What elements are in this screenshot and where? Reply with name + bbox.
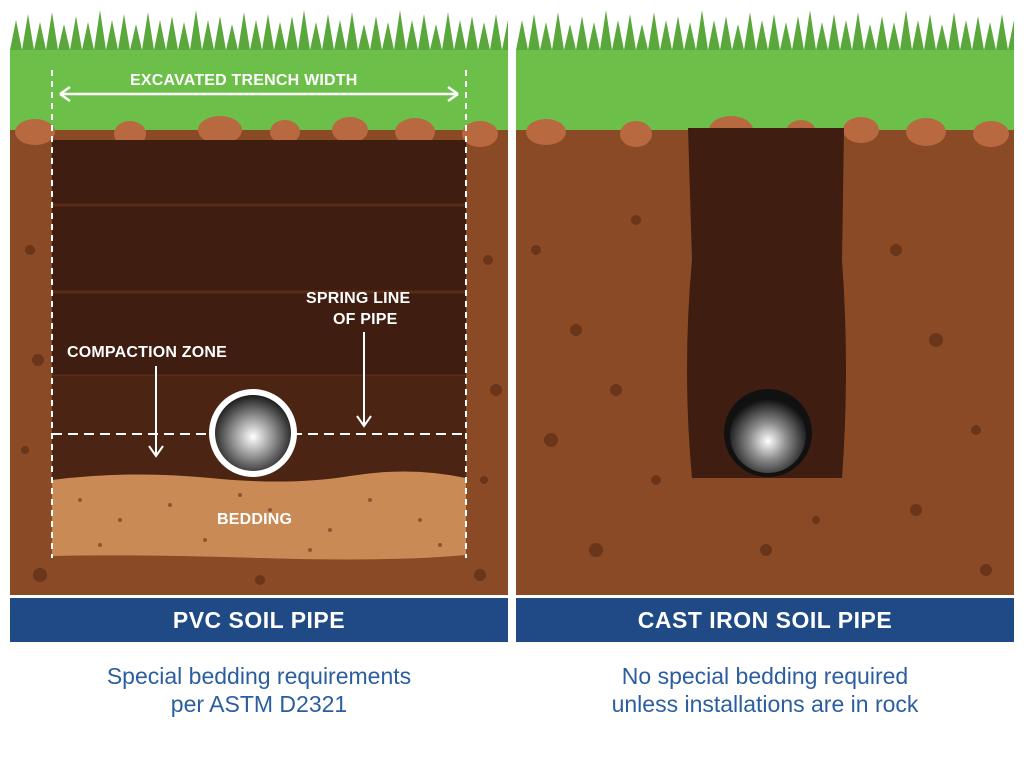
cast-iron-pipe-interior — [730, 397, 806, 473]
soil-pebbles — [531, 215, 992, 576]
bedding-layer — [52, 471, 466, 560]
trench-width-label: EXCAVATED TRENCH WIDTH — [130, 72, 358, 89]
surface-rocks — [15, 116, 498, 147]
spring-line-label-2: OF PIPE — [333, 311, 398, 328]
bedding-label: BEDDING — [217, 511, 293, 528]
grass-blades — [516, 10, 1014, 50]
pvc-trench-diagram: EXCAVATED TRENCH WIDTH SPRING LINE OF PI… — [10, 10, 508, 595]
arrow-head-left — [59, 85, 71, 103]
spring-line-label: SPRING LINE — [306, 290, 411, 307]
arrow-head-right — [447, 85, 459, 103]
pvc-title-banner: PVC SOIL PIPE — [10, 598, 508, 642]
compaction-arrow-head — [148, 445, 164, 458]
grass — [10, 50, 508, 130]
pvc-caption-line-2: per ASTM D2321 — [170, 691, 348, 717]
cast-iron-caption-line-2: unless installations are in rock — [611, 691, 919, 717]
cast-iron-trench-illustration — [516, 10, 1014, 595]
pvc-pipe-interior — [215, 395, 291, 471]
pvc-caption: Special bedding requirements per ASTM D2… — [10, 662, 508, 718]
surface-rocks — [526, 116, 1009, 147]
narrow-trench — [687, 128, 846, 478]
cast-iron-title-banner: CAST IRON SOIL PIPE — [516, 598, 1014, 642]
bedding-speckles — [78, 493, 442, 552]
cast-iron-caption-line-1: No special bedding required — [621, 663, 909, 689]
grass-blades — [10, 10, 508, 50]
cast-iron-caption: No special bedding required unless insta… — [516, 662, 1014, 718]
spring-line-arrow-head — [356, 415, 372, 428]
pvc-caption-line-1: Special bedding requirements — [106, 663, 412, 689]
grass — [516, 50, 1014, 130]
cast-iron-trench-diagram — [516, 10, 1014, 595]
compaction-zone-label: COMPACTION ZONE — [67, 344, 228, 361]
pvc-trench-illustration — [10, 10, 508, 595]
soil-pebbles — [21, 245, 502, 585]
